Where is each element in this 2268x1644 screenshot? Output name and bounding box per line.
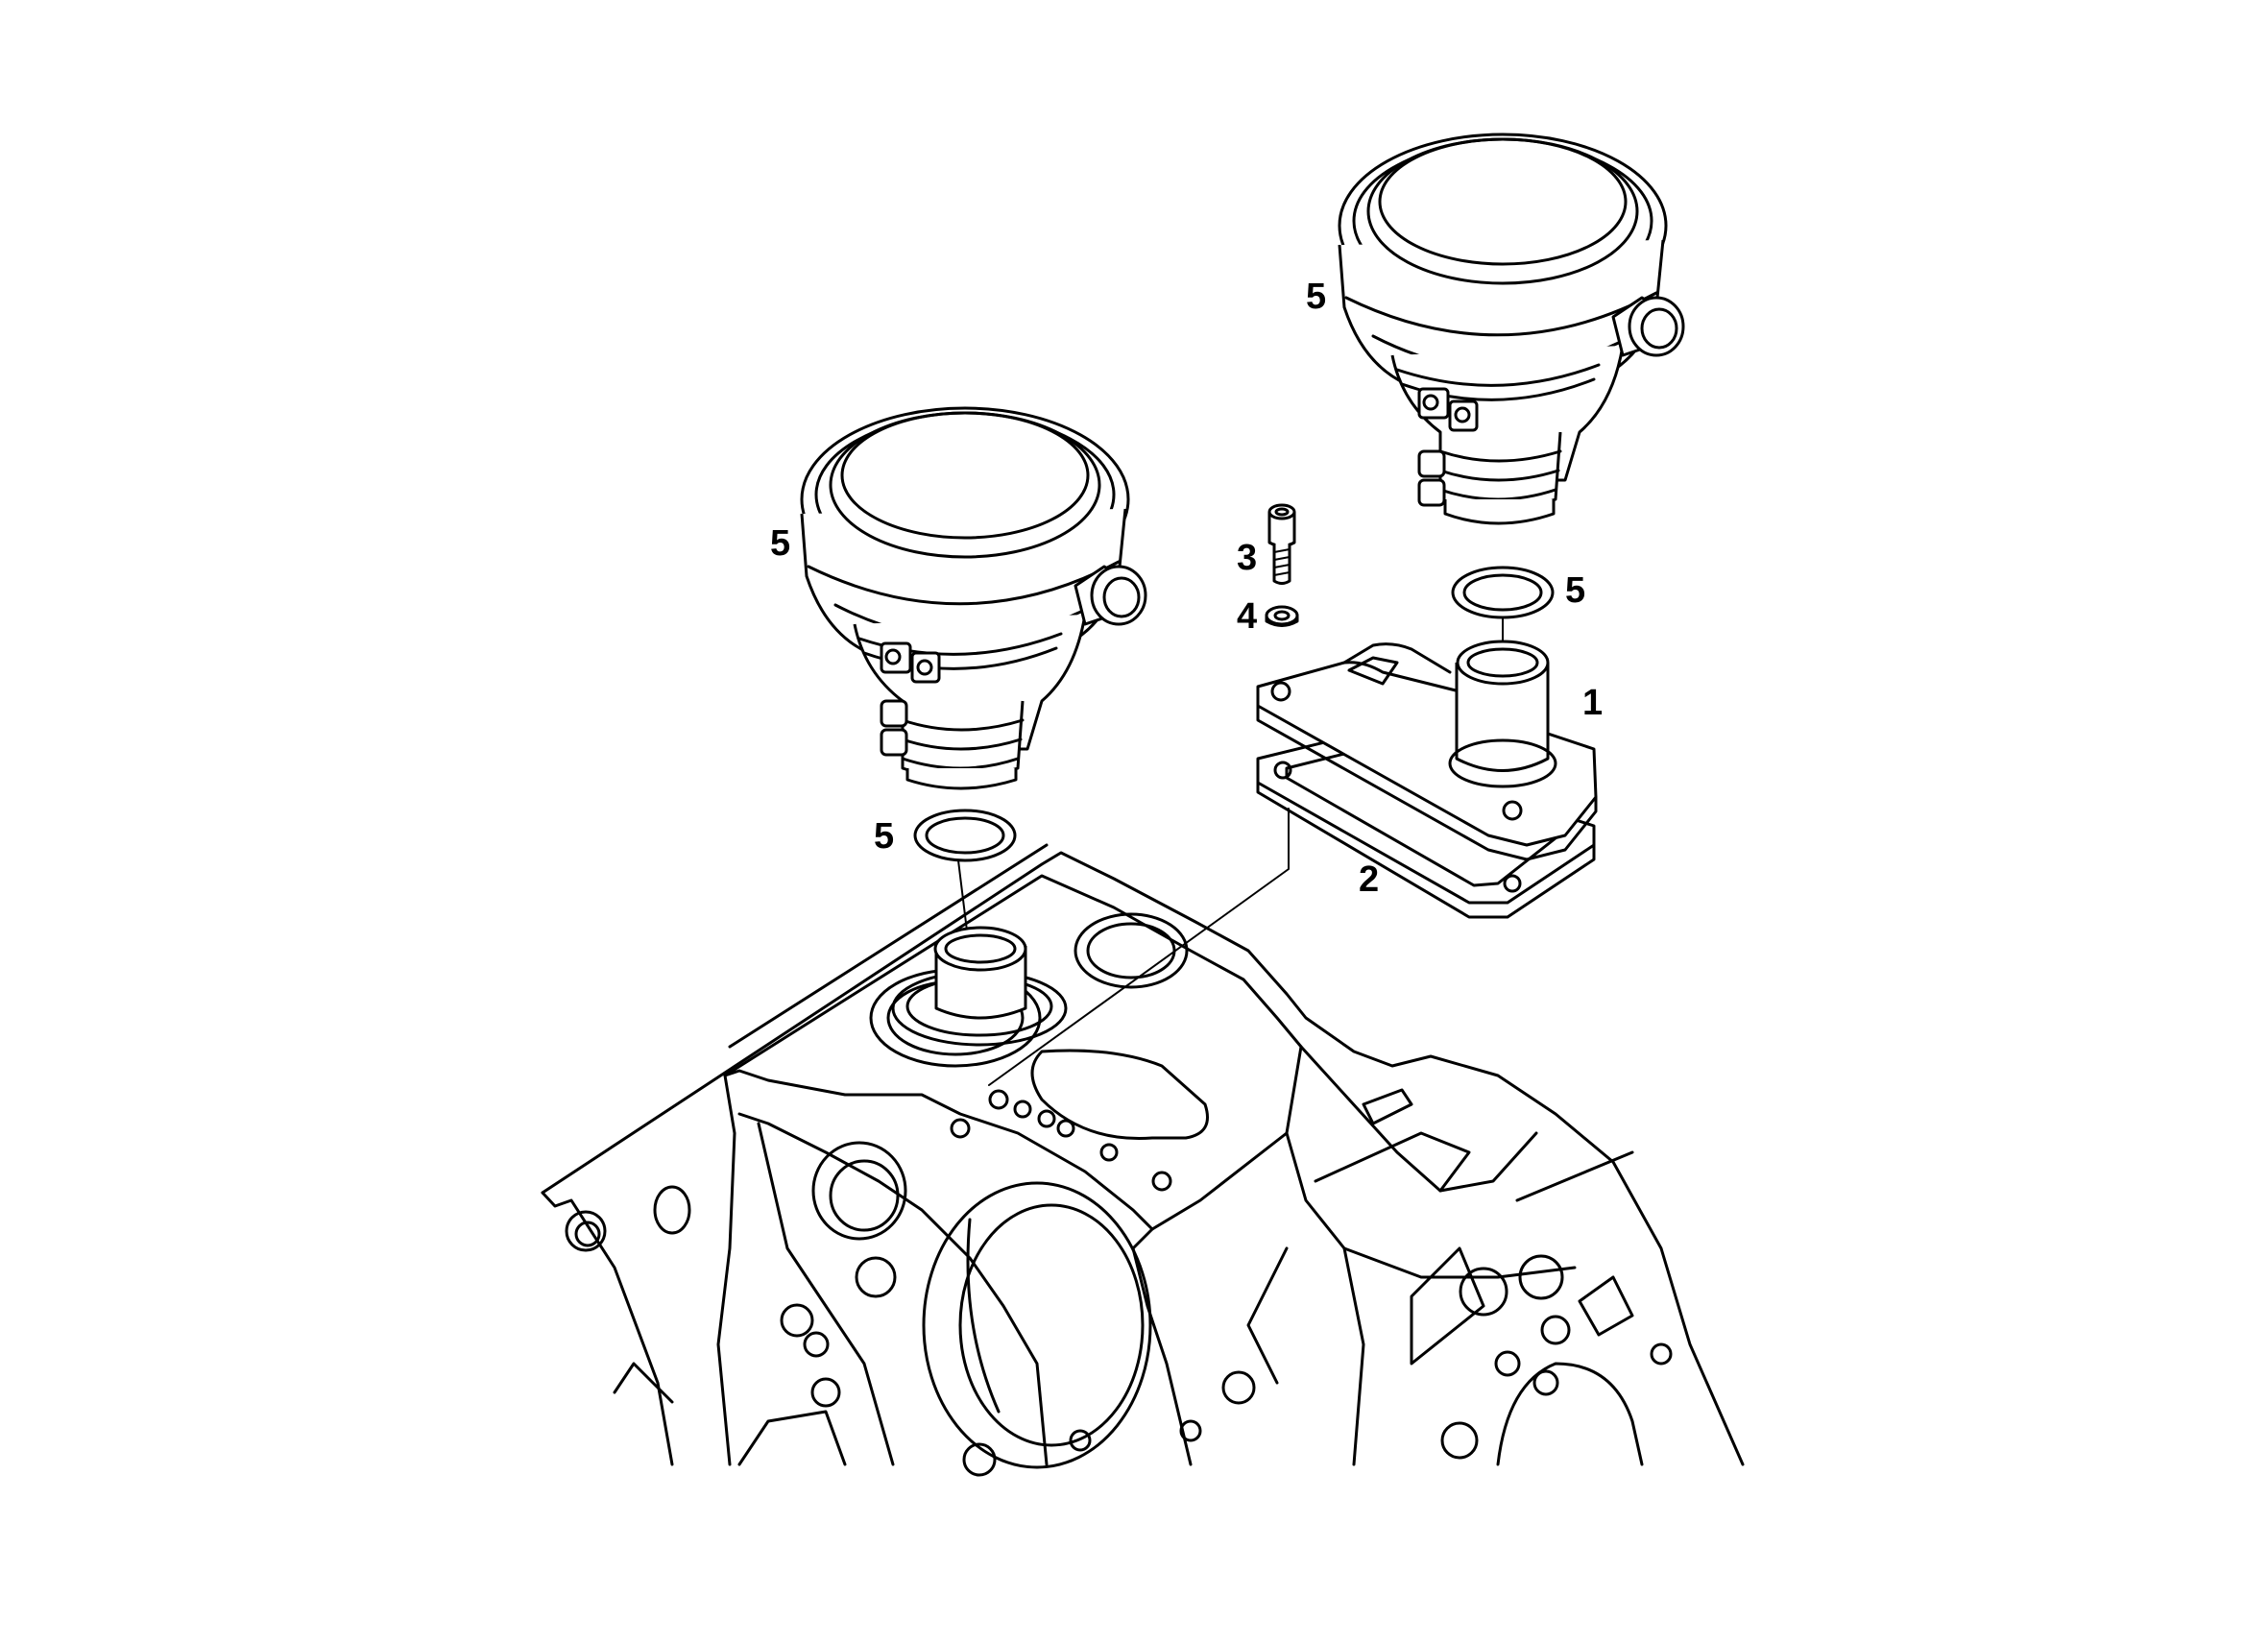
- callout-breather-left: 5: [770, 523, 791, 564]
- transmission-housing: [541, 843, 1745, 1477]
- callout-part-4: 4: [1237, 596, 1258, 637]
- washer-part-4: [1265, 605, 1299, 627]
- callout-o-ring-left: 5: [874, 816, 895, 857]
- adapter-flange-part-1: [1256, 640, 1598, 861]
- right-o-ring: [1451, 566, 1555, 619]
- gasket-leader-line: [988, 808, 1290, 1086]
- cap-screw-part-3: [1267, 503, 1296, 585]
- left-breather: [800, 406, 1147, 790]
- callout-o-ring-right: 5: [1565, 570, 1586, 611]
- callout-breather-right: 5: [1306, 277, 1327, 317]
- callout-part-3: 3: [1237, 538, 1258, 578]
- left-pipe-stub: [891, 926, 1068, 1047]
- callout-part-1: 1: [1582, 683, 1604, 723]
- callout-part-2: 2: [1359, 859, 1380, 900]
- left-o-ring: [913, 809, 1017, 862]
- right-breather: [1338, 133, 1685, 525]
